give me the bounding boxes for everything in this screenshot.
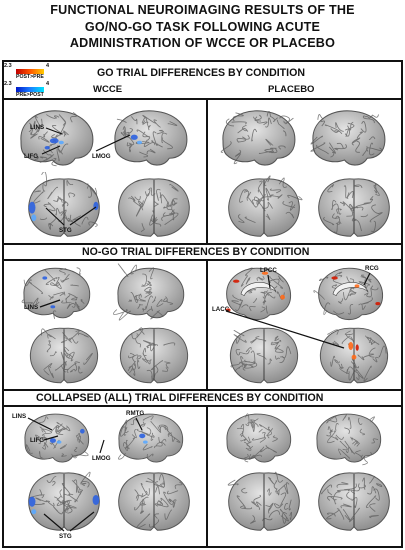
collapsed-placebo-frontal-left (227, 471, 300, 531)
collapsed-wcce-frontal-right (118, 472, 190, 531)
legend-post-colorbar (16, 69, 44, 74)
divider-nogo-top (2, 243, 402, 245)
go-label-lifg: LIFG (24, 153, 39, 160)
collapsed-placebo-lateral-left (226, 413, 292, 463)
nogo-placebo-frontal-left (229, 327, 299, 384)
divider-collapsed-top (2, 389, 402, 391)
nogo-wcce-frontal-left (29, 327, 99, 384)
title-line-2: GO/NO-GO TASK FOLLOWING ACUTE (84, 19, 321, 34)
nogo-label-rcg: RCG (365, 265, 379, 272)
collapsed-placebo-frontal-right (318, 472, 390, 531)
legend-post-max: 4 (46, 63, 50, 69)
collapsed-label-lmog: LMOG (92, 455, 111, 462)
nogo-placebo-medial-left (225, 267, 292, 321)
nogo-placebo-medial-right (313, 267, 384, 321)
go-wcce-frontal-right (118, 178, 190, 237)
divider-go-top (2, 98, 402, 100)
nogo-label-lpcc: LPCC (260, 267, 277, 274)
go-placebo-frontal-right (318, 178, 390, 237)
legend-pre-max: 4 (46, 81, 50, 87)
collapsed-label-stg: STG (59, 533, 72, 540)
divider-go-vertical (206, 98, 208, 243)
go-label-lmog: LMOG (92, 153, 111, 160)
divider-collapsed-bottom (2, 405, 402, 407)
title-line-3: ADMINISTRATION OF WCCE OR PLACEBO (69, 36, 336, 50)
title-line-1: FUNCTIONAL NEUROIMAGING RESULTS OF THE (50, 3, 355, 17)
nogo-section-title: NO-GO TRIAL DIFFERENCES BY CONDITION (82, 246, 310, 258)
nogo-label-lins: LINS (24, 304, 39, 311)
color-legend: 2.3 4 POST>PRE 2.3 4 PRE>POST (4, 63, 94, 99)
nogo-wcce-lateral-right (113, 263, 185, 321)
nogo-label-lacc: LACC (212, 306, 230, 313)
go-wcce-lateral-right (114, 110, 188, 166)
divider-nogo-bottom (2, 259, 402, 261)
nogo-wcce-frontal-right (119, 326, 189, 384)
collapsed-label-lifg: LIFG (30, 437, 45, 444)
go-label-lins: LINS (30, 124, 45, 131)
collapsed-section-title: COLLAPSED (ALL) TRIAL DIFFERENCES BY CON… (36, 392, 324, 404)
legend-pre-min: 2.3 (4, 81, 12, 87)
legend-post-min: 2.3 (4, 63, 12, 69)
go-placebo-label: PLACEBO (268, 84, 315, 95)
collapsed-wcce-frontal-left (28, 471, 100, 531)
legend-pre-row: 2.3 4 PRE>POST (4, 81, 94, 98)
go-placebo-lateral-right (310, 110, 386, 166)
figure-title: FUNCTIONAL NEUROIMAGING RESULTS OF THE G… (0, 2, 405, 52)
legend-post-row: 2.3 4 POST>PRE (4, 63, 94, 80)
go-placebo-lateral-left (220, 110, 296, 166)
go-placebo-frontal-left (228, 175, 303, 237)
nogo-placebo-frontal-right (319, 327, 389, 384)
legend-post-label: POST>PRE (16, 74, 44, 80)
go-label-stg: STG (59, 227, 72, 234)
collapsed-placebo-lateral-right (316, 413, 382, 466)
legend-pre-colorbar (16, 87, 44, 92)
collapsed-label-lins: LINS (12, 413, 27, 420)
go-wcce-lateral-left (20, 110, 94, 167)
go-wcce-label: WCCE (93, 84, 123, 95)
collapsed-wcce-lateral-right (118, 413, 184, 463)
divider-collapsed-vertical (206, 405, 208, 548)
collapsed-label-rmtg: RMTG (126, 410, 145, 417)
go-section-title: GO TRIAL DIFFERENCES BY CONDITION (97, 67, 305, 79)
nogo-wcce-lateral-left (21, 267, 91, 320)
figure-panel (2, 60, 403, 548)
legend-pre-label: PRE>POST (16, 92, 44, 98)
divider-nogo-vertical (206, 259, 208, 389)
